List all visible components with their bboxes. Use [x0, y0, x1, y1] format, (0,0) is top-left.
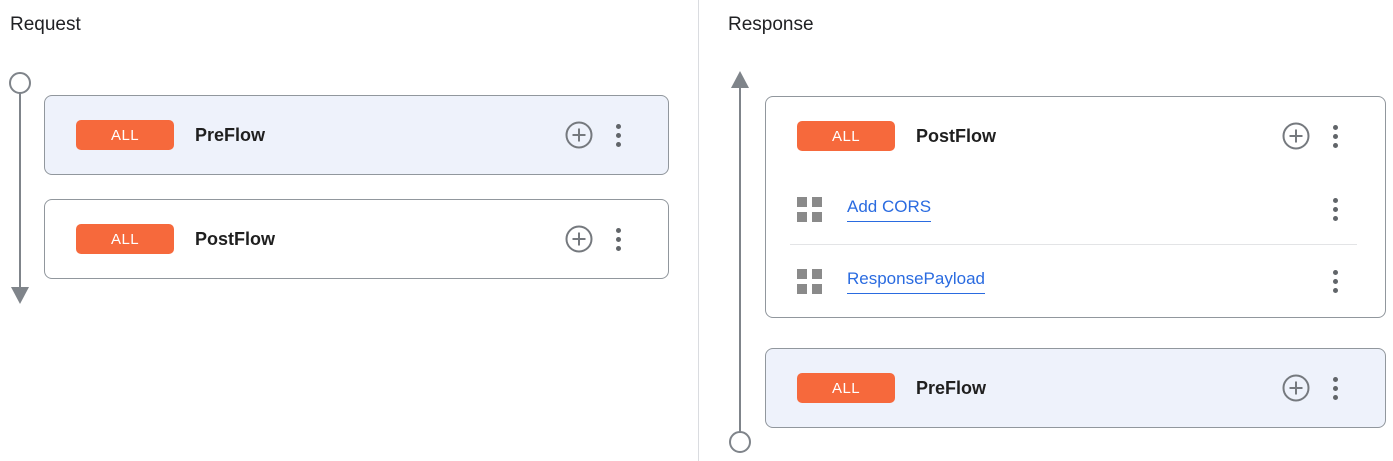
request-flow-list: ALL PreFlow	[44, 95, 669, 279]
request-preflow-header: ALL PreFlow	[45, 96, 668, 174]
kebab-menu-icon	[615, 123, 621, 129]
policy-row-divider	[790, 244, 1357, 245]
add-policy-button[interactable]	[1282, 374, 1310, 402]
response-preflow-header: ALL PreFlow	[766, 349, 1385, 427]
response-postflow-card[interactable]: ALL PostFlow	[765, 96, 1386, 318]
plus-circle-icon	[1282, 374, 1310, 402]
add-policy-button[interactable]	[1282, 122, 1310, 150]
response-flow-list: ALL PostFlow	[765, 96, 1386, 428]
flow-name: PostFlow	[195, 228, 275, 249]
flow-menu-button[interactable]	[610, 225, 626, 253]
policy-link-wrap: ResponsePayload	[847, 269, 1327, 294]
kebab-menu-icon	[1332, 269, 1338, 275]
plus-circle-icon	[565, 121, 593, 149]
policy-link-add-cors[interactable]: Add CORS	[847, 197, 932, 222]
flow-menu-button[interactable]	[1327, 374, 1343, 402]
flow-name: PostFlow	[916, 125, 996, 146]
policy-grid-icon	[797, 197, 822, 222]
policy-link-wrap: Add CORS	[847, 197, 1327, 222]
panel-divider	[698, 0, 699, 461]
response-timeline-arrow-up-icon	[729, 71, 751, 453]
flow-menu-button[interactable]	[1327, 122, 1343, 150]
kebab-menu-icon	[615, 227, 621, 233]
policy-row: ResponsePayload	[766, 245, 1385, 317]
condition-badge: ALL	[76, 120, 174, 150]
flow-menu-button[interactable]	[610, 121, 626, 149]
plus-circle-icon	[1282, 122, 1310, 150]
add-policy-button[interactable]	[565, 121, 593, 149]
flow-name: PreFlow	[195, 124, 266, 145]
policy-menu-button[interactable]	[1327, 267, 1343, 295]
response-preflow-card[interactable]: ALL PreFlow	[765, 348, 1386, 428]
policy-grid-icon	[797, 268, 822, 294]
request-postflow-card[interactable]: ALL PostFlow	[44, 199, 669, 279]
plus-circle-icon	[565, 225, 593, 253]
policy-link-responsepayload[interactable]: ResponsePayload	[847, 269, 985, 294]
response-postflow-header: ALL PostFlow	[766, 97, 1385, 175]
condition-badge: ALL	[797, 373, 895, 403]
condition-badge: ALL	[76, 224, 174, 254]
add-policy-button[interactable]	[565, 225, 593, 253]
request-postflow-header: ALL PostFlow	[45, 200, 668, 278]
response-panel-title: Response	[728, 14, 814, 35]
condition-badge: ALL	[797, 121, 895, 151]
request-timeline-arrow-down-icon	[9, 72, 31, 304]
policy-row: Add CORS	[766, 175, 1385, 244]
flow-name: PreFlow	[916, 377, 987, 398]
request-panel-title: Request	[10, 14, 81, 35]
policy-menu-button[interactable]	[1327, 196, 1343, 224]
kebab-menu-icon	[1332, 198, 1338, 203]
kebab-menu-icon	[1332, 124, 1338, 130]
kebab-menu-icon	[1332, 376, 1338, 382]
request-preflow-card[interactable]: ALL PreFlow	[44, 95, 669, 175]
